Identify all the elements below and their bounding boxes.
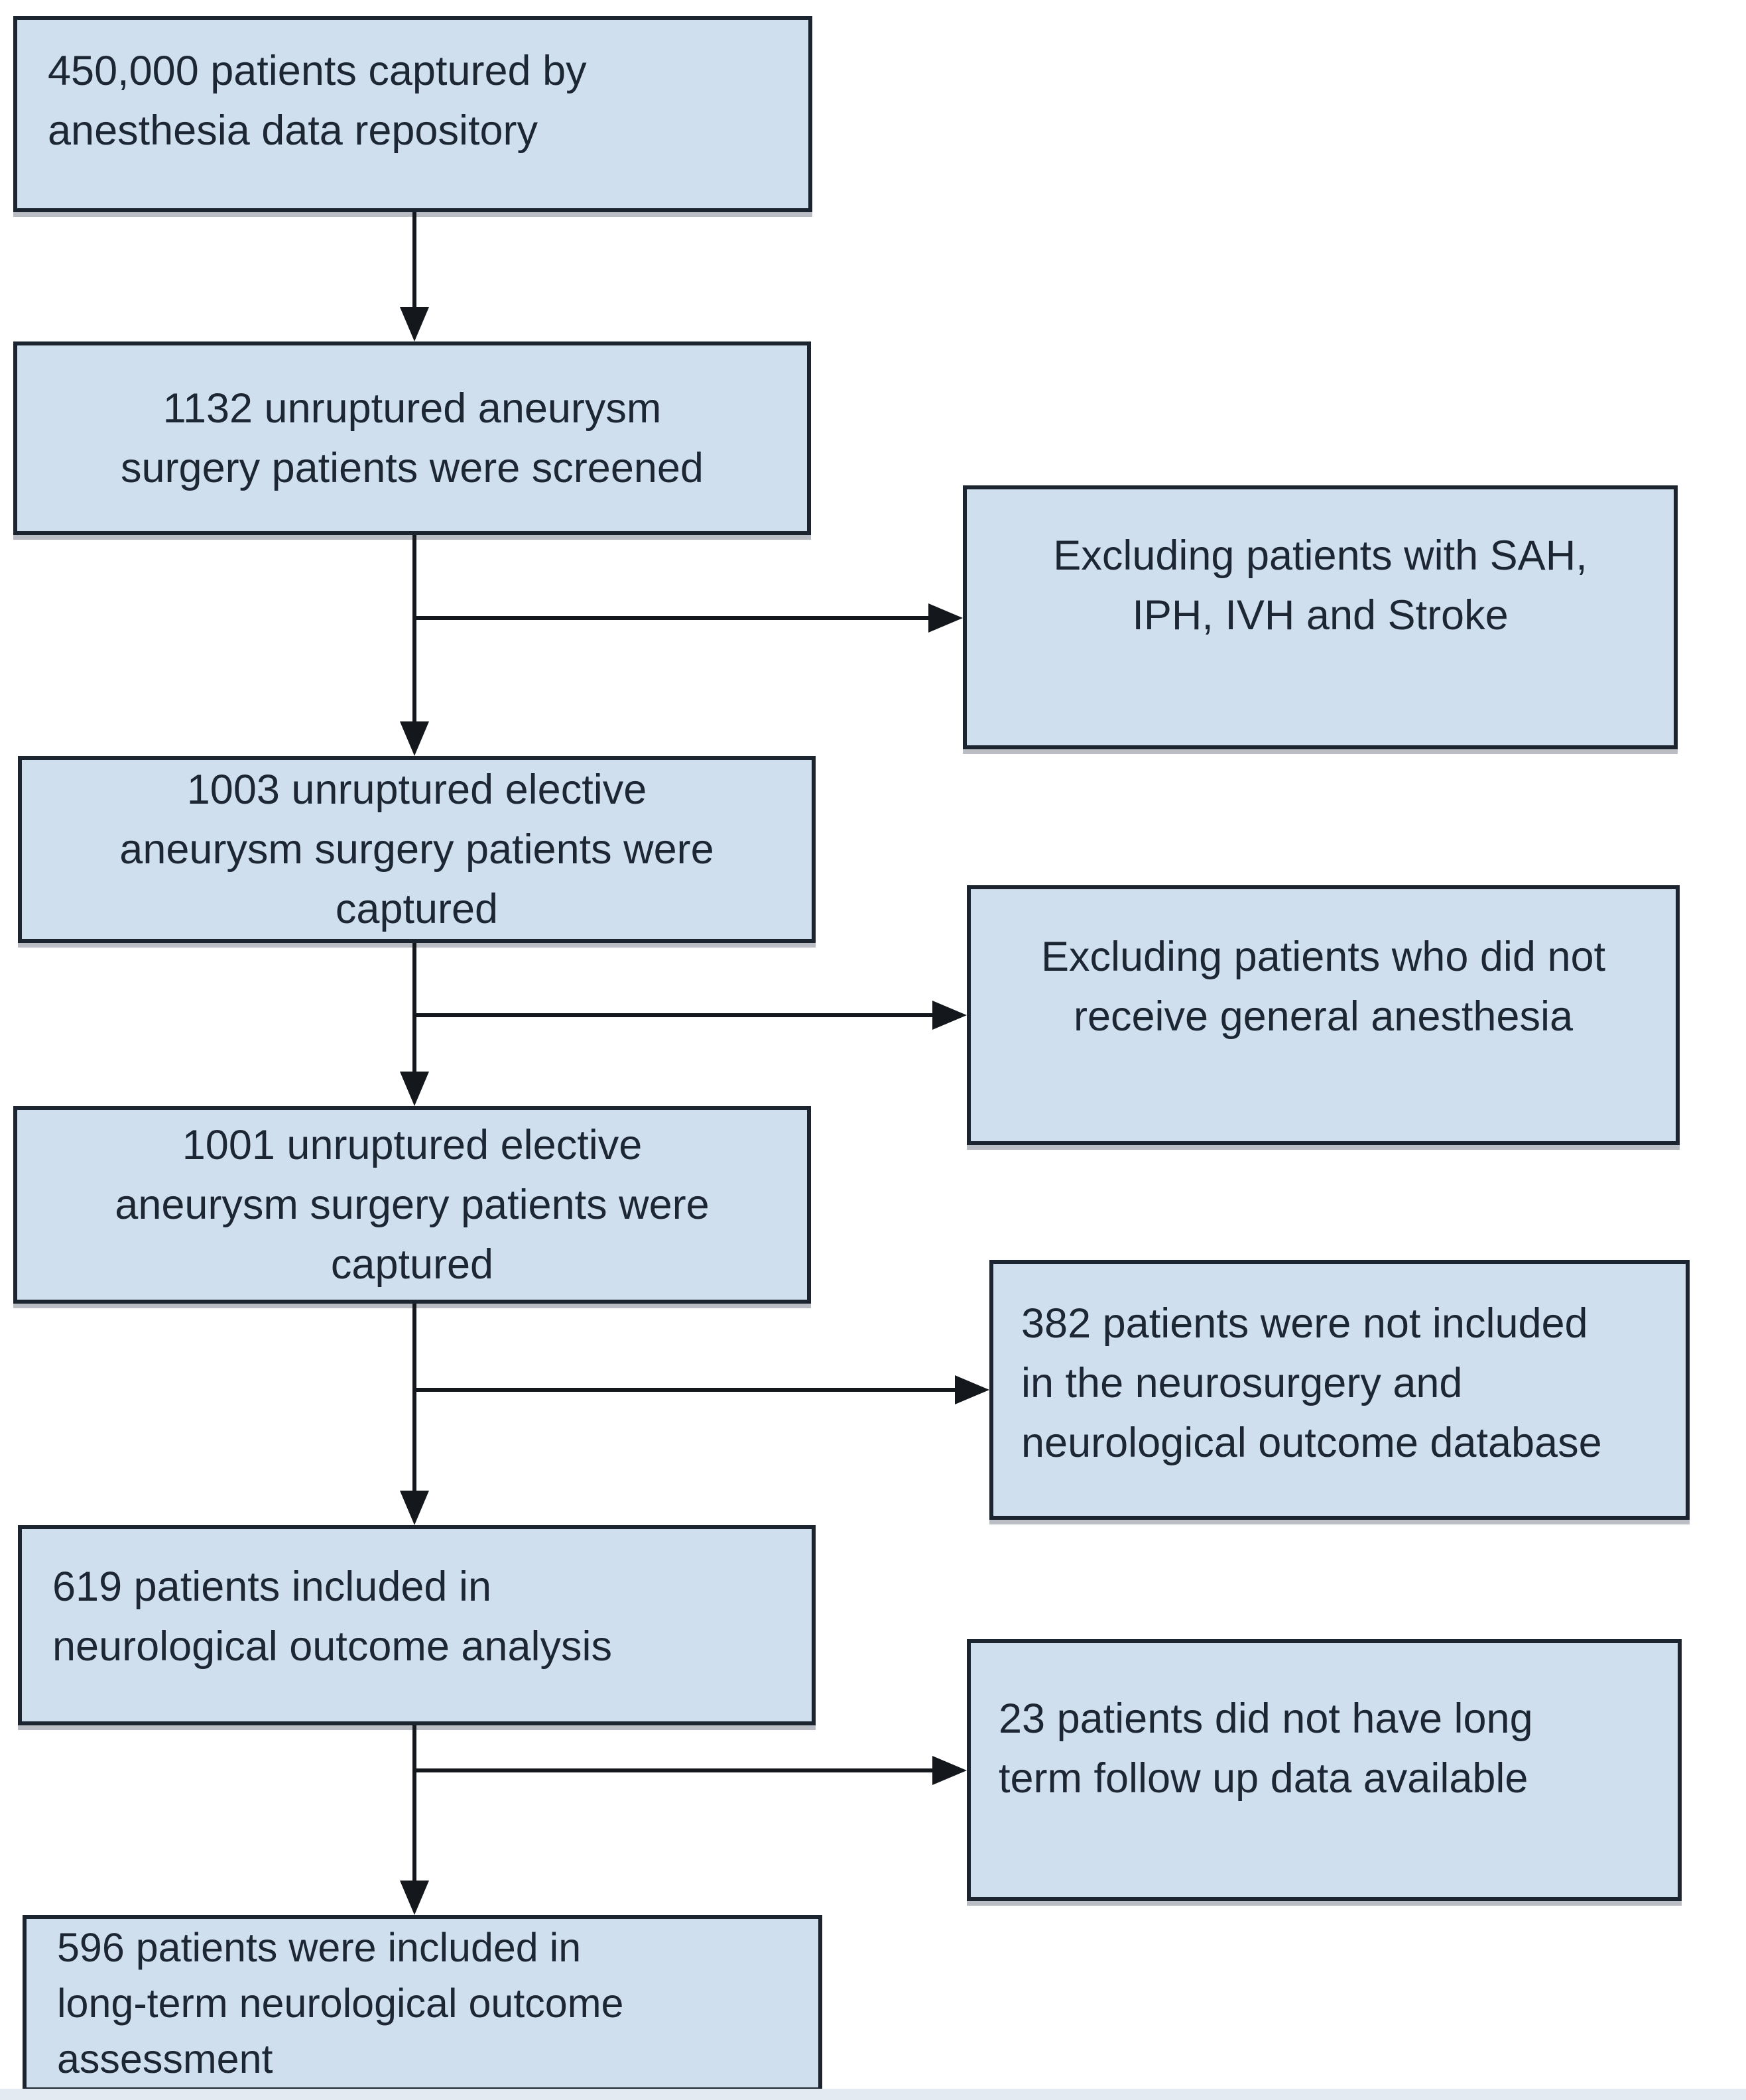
box-text-line: 619 patients included in [52, 1564, 491, 1610]
box-text-line: 1001 unruptured elective [182, 1122, 643, 1168]
branch-arrow-to-exclusion-anesthesia [416, 1001, 967, 1030]
exclusion-box-382-not-in-database: 382 patients were not included in the ne… [989, 1260, 1690, 1520]
arrow-1003-to-1001 [400, 943, 429, 1106]
box-text-line: 382 patients were not included [1021, 1300, 1588, 1347]
exclusion-box-no-general-anesthesia: Excluding patients who did not receive g… [967, 885, 1680, 1145]
arrow-repository-to-screened [400, 212, 429, 341]
branch-arrow-to-exclusion-sah [416, 603, 963, 633]
branch-arrow-to-exclusion-followup [416, 1756, 967, 1785]
arrow-1001-to-619 [400, 1304, 429, 1525]
box-text-line: 596 patients were included in [57, 1925, 582, 1970]
box-text-line: 450,000 patients captured by [48, 48, 587, 94]
box-text-line: surgery patients were screened [121, 445, 704, 491]
arrow-619-to-596 [400, 1725, 429, 1915]
exclusion-box-sah-iph-ivh-stroke: Excluding patients with SAH, IPH, IVH an… [963, 485, 1678, 749]
box-text-line: neurological outcome database [1021, 1420, 1602, 1466]
branch-arrow-to-exclusion-database [416, 1375, 989, 1404]
arrow-screened-to-1003 [400, 535, 429, 756]
flow-box-450000-repository: 450,000 patients captured by anesthesia … [13, 16, 812, 212]
box-text-line: anesthesia data repository [48, 107, 538, 154]
exclusion-box-23-no-followup: 23 patients did not have long term follo… [967, 1639, 1682, 1901]
flow-box-1003-captured: 1003 unruptured elective aneurysm surger… [18, 756, 816, 943]
page-bottom-edge [0, 2089, 1746, 2100]
box-text-line: 1003 unruptured elective [186, 767, 647, 813]
box-text-line: receive general anesthesia [1074, 993, 1573, 1040]
box-text-line: in the neurosurgery and [1021, 1360, 1463, 1406]
flow-box-619-outcome-analysis: 619 patients included in neurological ou… [18, 1525, 816, 1725]
box-text-line: aneurysm surgery patients were [119, 826, 714, 873]
box-text-line: assessment [57, 2036, 273, 2081]
box-text-line: aneurysm surgery patients were [115, 1182, 710, 1228]
box-text-line: Excluding patients with SAH, [1053, 532, 1588, 579]
flow-box-1132-screened: 1132 unruptured aneurysm surgery patient… [13, 341, 811, 535]
box-text-line: Excluding patients who did not [1040, 934, 1606, 980]
flow-box-596-longterm-assessment: 596 patients were included in long-term … [23, 1915, 822, 2091]
flow-box-1001-captured: 1001 unruptured elective aneurysm surger… [13, 1106, 811, 1304]
box-text-line: captured [335, 886, 499, 932]
box-text-line: 1132 unruptured aneurysm [162, 385, 662, 432]
box-text-line: 23 patients did not have long [999, 1695, 1533, 1742]
box-text-line: captured [330, 1241, 494, 1288]
box-text-line: neurological outcome analysis [52, 1623, 612, 1670]
box-text-line: IPH, IVH and Stroke [1132, 592, 1509, 639]
box-text-line: term follow up data available [999, 1755, 1528, 1802]
box-text-line: long-term neurological outcome [57, 1981, 624, 2026]
